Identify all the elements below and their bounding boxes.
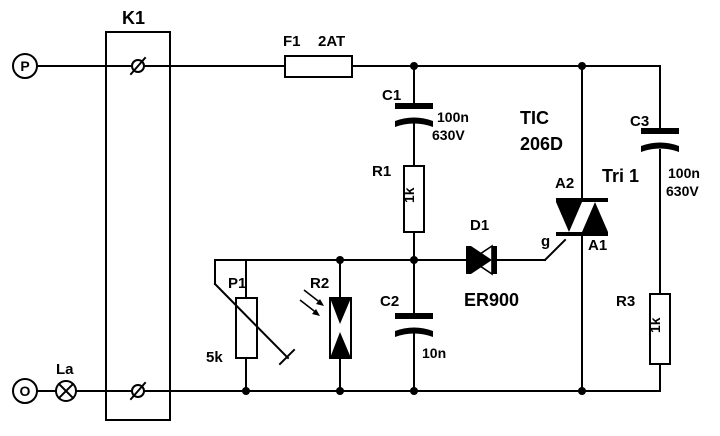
triac-pin-a1: A1 [588,237,607,254]
junction-dot [336,256,344,264]
c1-ref: C1 [382,87,401,104]
r3-ref: R3 [616,293,635,310]
junction-dot [410,256,418,264]
d1-part: ER900 [464,290,519,310]
triac-tri1: TIC 206D A2 A1 g Tri 1 [520,65,639,392]
triac-type2: 206D [520,134,563,154]
r3-value: 1k [647,317,663,333]
fuse-value: 2AT [318,33,345,50]
terminal-p-label: P [20,58,29,74]
junction-dots [242,62,586,395]
c3-ref: C3 [630,113,649,130]
terminal-o: O [12,378,38,404]
fuse-f1: F1 2AT [283,33,353,78]
middle-wire [245,238,567,262]
junction-dot [578,387,586,395]
p1-value: 5k [206,349,223,366]
lamp-la: La [55,361,77,402]
resistor-r3: 1k R3 [616,293,671,365]
p1-ref: P1 [228,275,246,292]
r1-value: 1k [401,187,417,203]
diac-d1: D1 ER900 [464,217,519,310]
junction-dot [410,387,418,395]
junction-dot [336,387,344,395]
c1-value2: 630V [432,127,465,143]
ldr-r2: R2 [299,259,352,392]
junction-dot [578,62,586,70]
c2-ref: C2 [380,293,399,310]
c3-value1: 100n [668,165,700,181]
lamp-la-label: La [56,361,74,378]
bottom-rail-wires [36,363,661,392]
c1-value1: 100n [437,109,469,125]
r2-ref: R2 [310,275,329,292]
r1-ref: R1 [372,163,391,180]
c2-value: 10n [422,345,446,361]
d1-ref: D1 [470,217,489,234]
capacitor-c1: C1 100n 630V [382,87,469,143]
fuse-ref: F1 [283,33,301,50]
terminal-p: P [12,53,38,79]
triac-ref: Tri 1 [602,166,639,186]
capacitor-c2: C2 10n [380,293,446,361]
triac-type1: TIC [520,108,549,128]
junction-dot [242,387,250,395]
triac-pin-a2: A2 [555,175,574,192]
resistor-r1: 1k R1 [372,163,425,233]
potentiometer-p1: P1 5k [206,259,296,392]
c3-value2: 630V [666,183,699,199]
terminal-o-label: O [20,383,31,399]
triac-pin-g: g [541,233,550,250]
junction-dot [410,62,418,70]
relay-k1: K1 [105,8,171,421]
capacitor-c3: C3 100n 630V [630,113,700,295]
relay-k1-label: K1 [122,8,145,28]
top-rail-wires [36,65,661,129]
